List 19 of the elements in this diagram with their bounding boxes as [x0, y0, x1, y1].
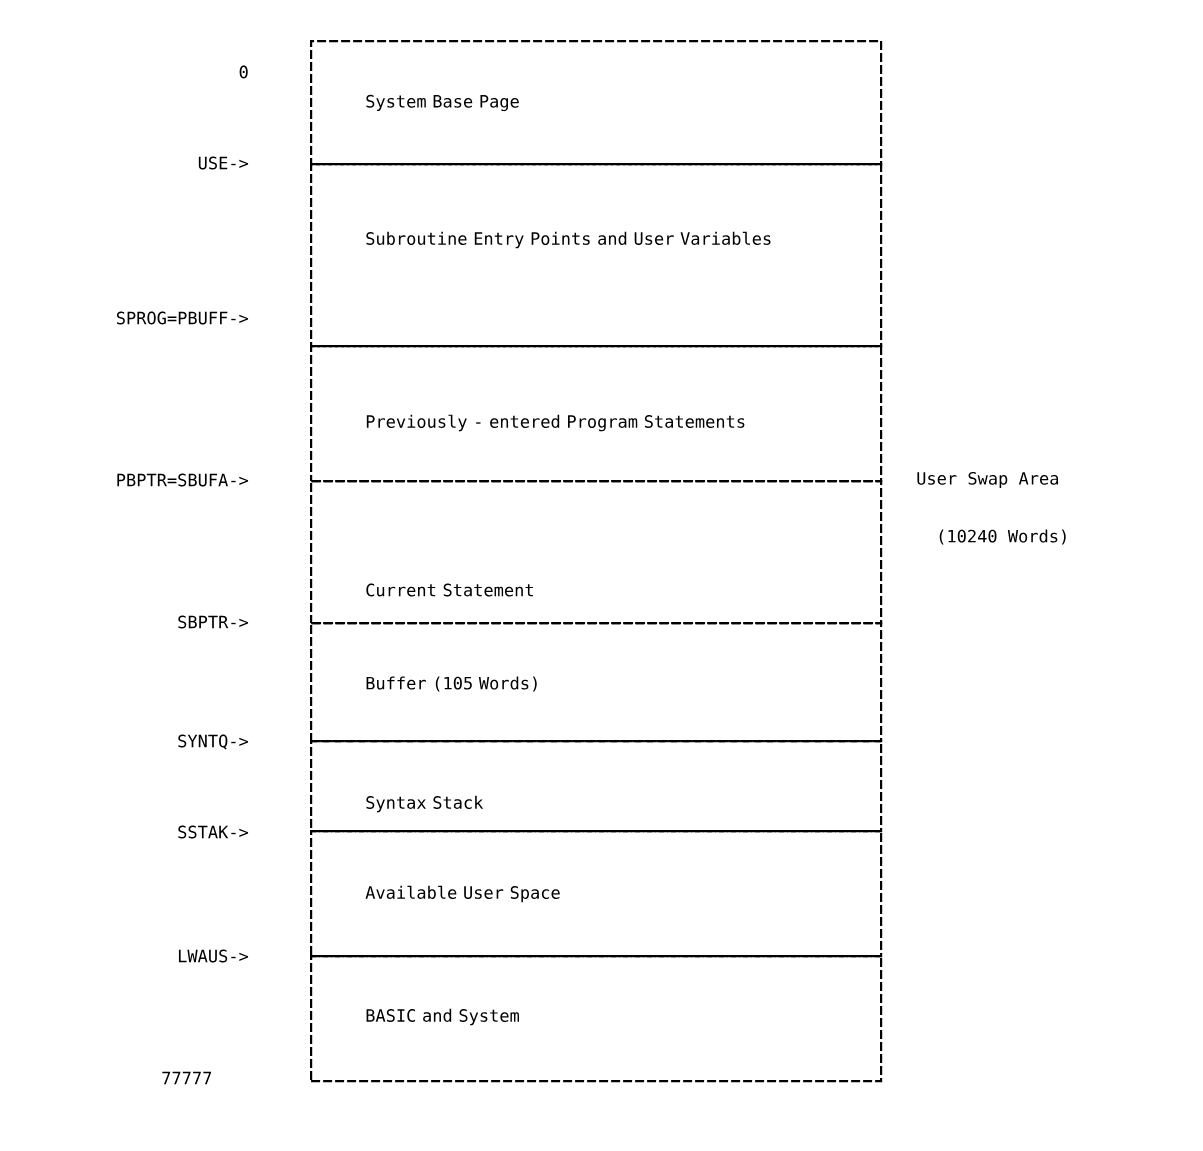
pointer-label: USE->: [198, 156, 249, 170]
memory-region: BASIC and System: [310, 955, 883, 1083]
side-note: (10240 Words): [939, 529, 1066, 545]
memory-region: Available User Space: [310, 830, 883, 958]
pointer-label: SYNTQ->: [178, 734, 249, 750]
memory-region: Subroutine Entry Points and User Variables: [310, 163, 883, 348]
pointer-label: LWAUS->: [178, 949, 249, 963]
pointer-label: SPROG=PBUFF->: [116, 311, 249, 325]
pointer-label: SBPTR->: [178, 615, 249, 629]
pointer-label: SSTAK->: [178, 825, 249, 839]
memory-region: Syntax Stack: [310, 740, 883, 833]
pointer-label: PBPTR=SBUFA->: [117, 473, 249, 487]
address-label: 77777: [162, 1071, 212, 1085]
address-label: 0: [239, 65, 248, 79]
memory-region: Buffer (105 Words): [310, 622, 883, 743]
side-note: User Swap Area: [917, 471, 1059, 489]
memory-region: System Base Page: [310, 40, 883, 166]
memory-region: Previously - entered Program Statements: [310, 345, 883, 483]
memory-region: Current Statement: [310, 480, 883, 625]
